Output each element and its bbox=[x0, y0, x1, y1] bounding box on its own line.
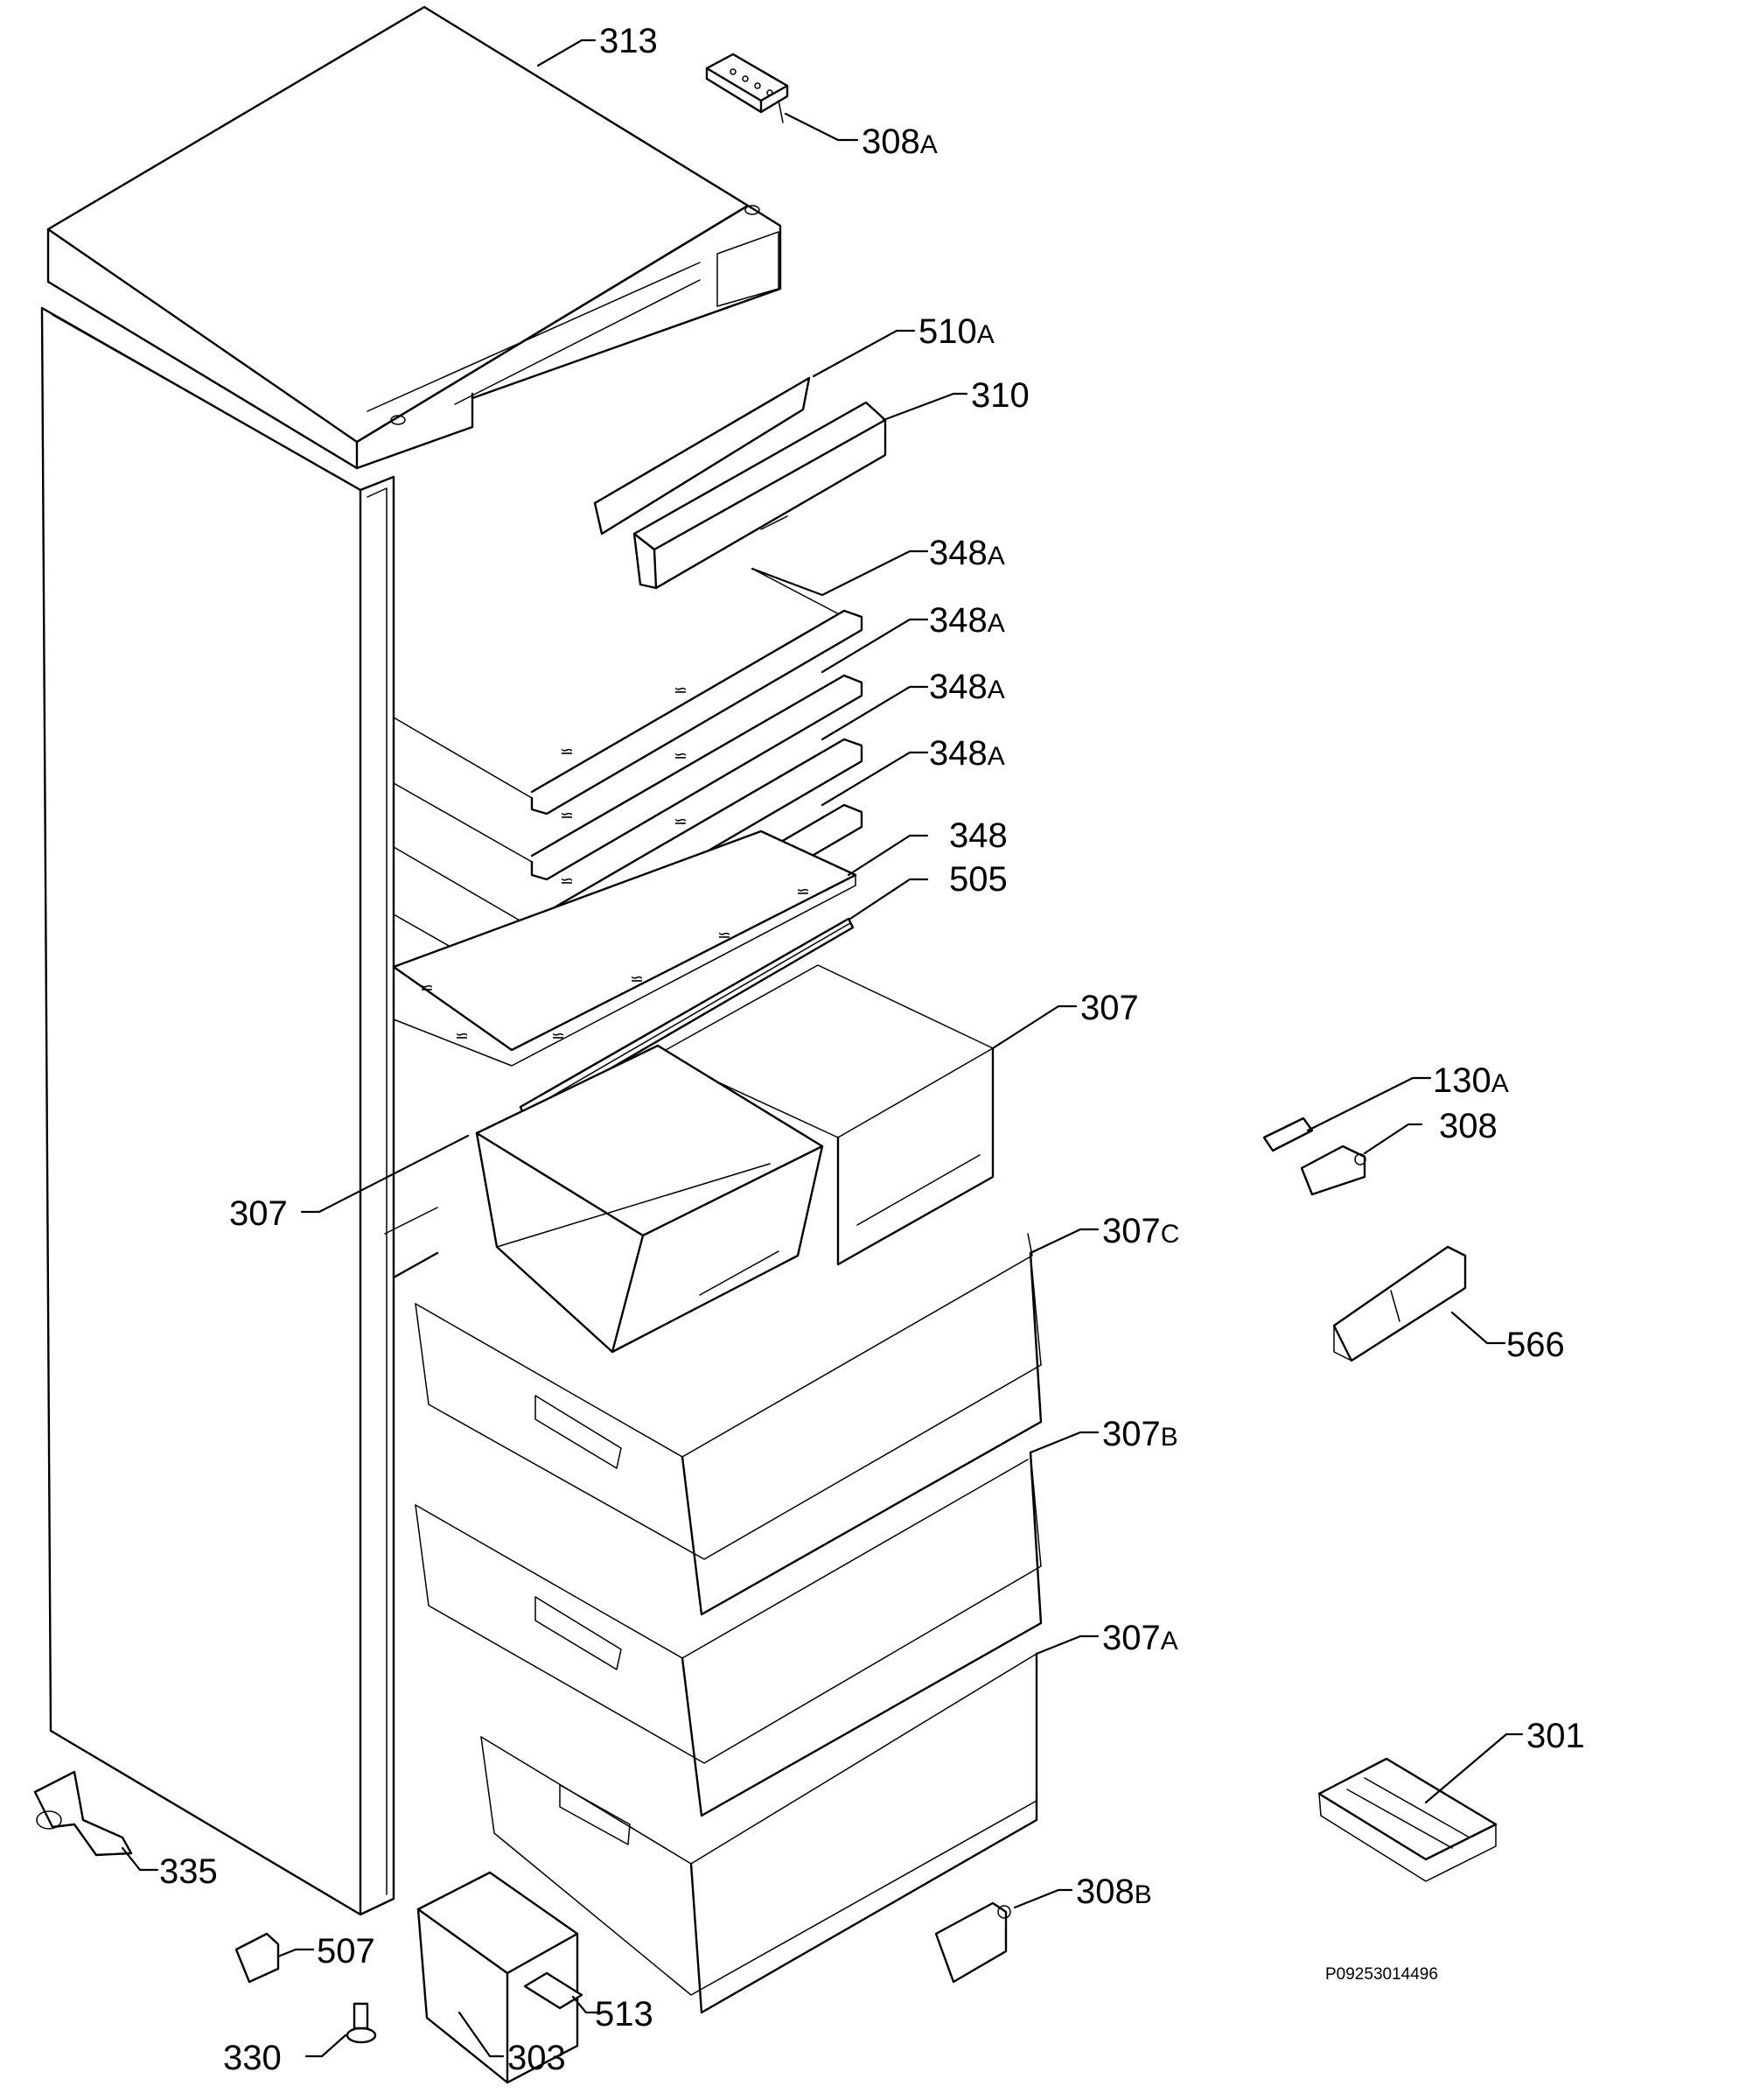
callout-513: 513 bbox=[595, 1995, 653, 2034]
callout-308: 308 bbox=[1439, 1107, 1498, 1145]
svg-text:⋍: ⋍ bbox=[630, 970, 644, 989]
callout-348a-4: 348A bbox=[929, 734, 1005, 773]
callout-507: 507 bbox=[317, 1932, 375, 1970]
svg-text:⋍: ⋍ bbox=[796, 883, 810, 901]
callout-308b: 308B bbox=[1076, 1872, 1152, 1911]
hinge-308 bbox=[1300, 1144, 1366, 1196]
callout-labels: 313 308A 510A 310 348A 348A 348A 348A 34… bbox=[159, 22, 1585, 2077]
foot-screw-330 bbox=[346, 2002, 377, 2044]
top-cover bbox=[46, 5, 782, 470]
callout-348a-2: 348A bbox=[929, 601, 1005, 640]
freezer-drawer-middle bbox=[415, 1451, 1043, 1817]
drawing-code: P09253014496 bbox=[1325, 1965, 1438, 1984]
cabinet-body bbox=[40, 306, 439, 1916]
air-flap-130a bbox=[1262, 1116, 1314, 1152]
glass-shelf-crisper-cover: ⋍ ⋍ ⋍ ⋍ ⋍ ⋍ bbox=[392, 830, 857, 1067]
leader-lines bbox=[121, 38, 1524, 2058]
callout-313: 313 bbox=[599, 22, 658, 60]
svg-text:⋍: ⋍ bbox=[560, 807, 574, 825]
control-panel-strip bbox=[593, 376, 811, 536]
callout-330: 330 bbox=[223, 2039, 282, 2077]
callout-303: 303 bbox=[507, 2039, 566, 2077]
callout-307-right: 307 bbox=[1080, 989, 1139, 1027]
crisper-drawer-left bbox=[475, 1044, 824, 1354]
ice-scraper-566 bbox=[1332, 1245, 1467, 1362]
callout-348: 348 bbox=[949, 816, 1008, 855]
callout-566: 566 bbox=[1506, 1326, 1565, 1364]
glass-shelf-1: ⋍ ⋍ bbox=[393, 568, 863, 816]
freezer-drawer-top bbox=[415, 1233, 1043, 1616]
clip-507 bbox=[234, 1932, 280, 1984]
callout-308a: 308A bbox=[862, 122, 938, 161]
callout-335: 335 bbox=[159, 1852, 218, 1891]
ice-cube-tray-301 bbox=[1317, 1757, 1498, 1882]
cover-513 bbox=[523, 1971, 583, 2010]
hinge-bottom-308b bbox=[934, 1901, 1011, 1984]
glass-shelf-2: ⋍ ⋍ bbox=[393, 674, 863, 881]
callout-348a-3: 348A bbox=[929, 668, 1005, 706]
callout-307a: 307A bbox=[1102, 1619, 1178, 1657]
callout-301: 301 bbox=[1526, 1717, 1585, 1755]
callout-307b: 307B bbox=[1102, 1415, 1178, 1453]
callout-130a: 130A bbox=[1433, 1061, 1509, 1100]
callout-510a: 510A bbox=[918, 312, 995, 351]
freezer-drawer-bottom bbox=[480, 1652, 1038, 2014]
svg-text:⋍: ⋍ bbox=[674, 813, 688, 831]
callout-348a-1: 348A bbox=[929, 534, 1005, 572]
svg-text:⋍: ⋍ bbox=[551, 1027, 565, 1046]
svg-text:⋍: ⋍ bbox=[560, 743, 574, 761]
callout-307-left: 307 bbox=[229, 1194, 288, 1233]
callout-505: 505 bbox=[949, 860, 1008, 899]
svg-text:⋍: ⋍ bbox=[717, 927, 731, 945]
svg-text:⋍: ⋍ bbox=[420, 979, 434, 998]
svg-text:⋍: ⋍ bbox=[455, 1027, 469, 1046]
kickplate-303 bbox=[416, 1871, 579, 2084]
svg-text:⋍: ⋍ bbox=[560, 872, 574, 891]
callout-310: 310 bbox=[971, 376, 1030, 415]
svg-text:⋍: ⋍ bbox=[674, 747, 688, 766]
hinge-top bbox=[705, 52, 789, 123]
foot-bracket-335 bbox=[33, 1770, 133, 1857]
callout-307c: 307C bbox=[1102, 1212, 1179, 1250]
svg-text:⋍: ⋍ bbox=[674, 682, 688, 700]
